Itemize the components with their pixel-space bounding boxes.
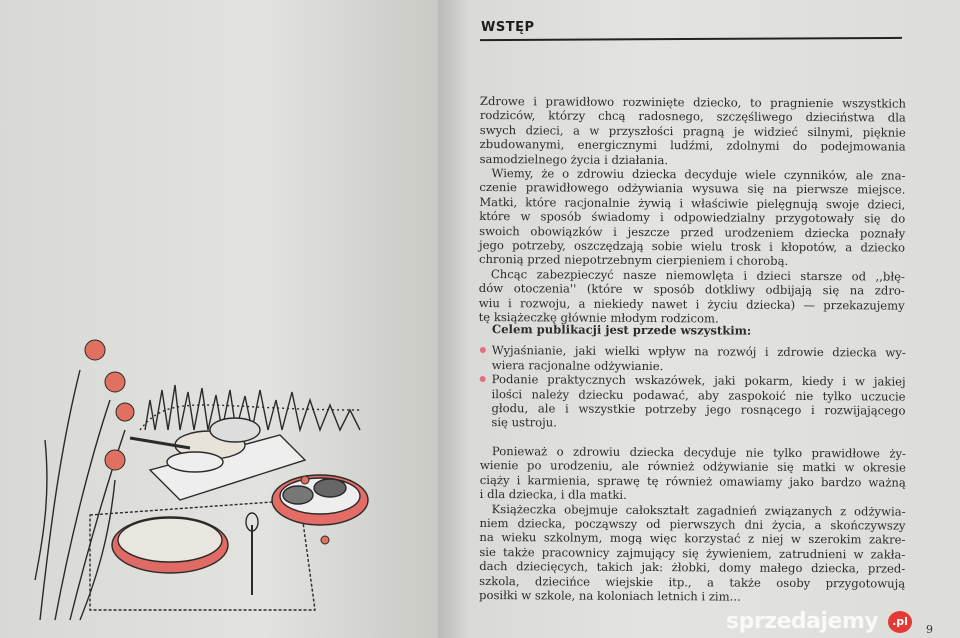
page-number: 9 (926, 623, 933, 636)
food-illustration (34, 339, 369, 621)
watermark: sprzedajemy (726, 609, 879, 634)
paragraph: Ponieważ o zdrowiu dziecka decyduje nie … (480, 444, 906, 504)
section-heading: WSTĘP (481, 20, 535, 35)
paragraph: Zdrowe i prawidłowo rozwinięte dziecko, … (480, 94, 906, 169)
left-page (0, 0, 438, 638)
intro-text: Zdrowe i prawidłowo rozwinięte dziecko, … (479, 94, 906, 327)
paragraph: Chcąc zabezpieczyć nasze niemowlęta i dz… (479, 267, 905, 327)
bullet-dot-icon (479, 347, 486, 354)
text-line: się ustroju. (491, 415, 557, 430)
bullet-item: Wyjaśnianie, jaki wielki wpływ na rozwój… (479, 343, 906, 374)
watermark-badge: .pl (888, 611, 912, 633)
text-line: posiłki w szkole, na koloniach letnich i… (479, 588, 741, 604)
bullet-item: Podanie praktycznych wskazówek, jaki pok… (479, 372, 906, 432)
closing-text: Ponieważ o zdrowiu dziecka decyduje nie … (479, 444, 906, 605)
bullet-dot-icon (479, 376, 486, 383)
goals-heading: Celem publikacji jest przede wszystkim: (491, 322, 752, 338)
paragraph: Książeczka obejmuje całokształt zagadnie… (479, 502, 906, 605)
goals-block: Celem publikacji jest przede wszystkim: … (479, 322, 906, 432)
right-page (438, 0, 960, 638)
paragraph: Wiemy, że o zdrowiu dziecka decyduje wie… (479, 166, 906, 269)
